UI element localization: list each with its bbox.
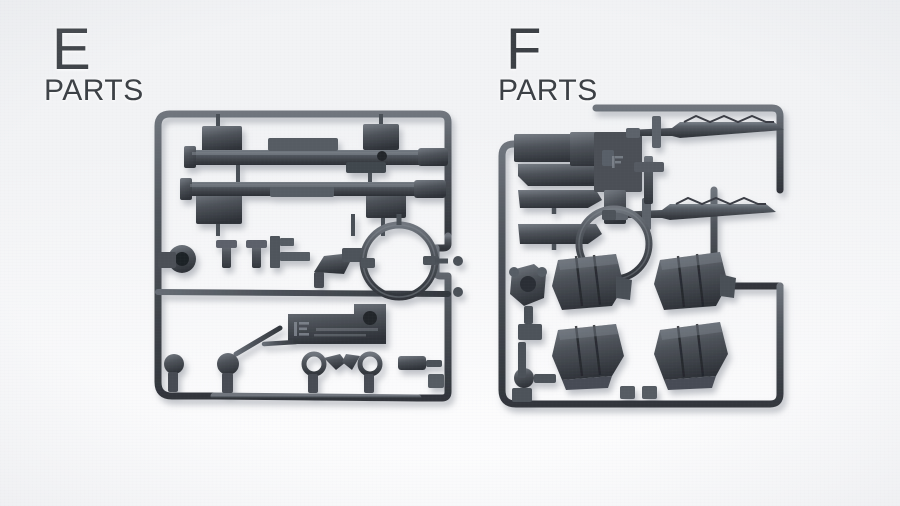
part-magazine-1 xyxy=(552,254,632,310)
sprue-f-body xyxy=(498,104,784,408)
part-small-peg-2 xyxy=(453,287,463,297)
part-pointer-rod xyxy=(233,325,299,357)
molded-e-marking xyxy=(294,322,309,336)
label-group-e: E PARTS xyxy=(44,17,144,107)
molded-tag-2 xyxy=(642,386,657,399)
part-grip-c xyxy=(398,356,442,370)
molded-text-line xyxy=(314,328,378,337)
part-magazine-4 xyxy=(654,322,728,390)
part-hand-b xyxy=(342,351,383,393)
part-wedge-bottom xyxy=(518,224,602,244)
part-angled-fitting xyxy=(314,248,366,288)
label-letter-e: E xyxy=(52,17,92,82)
sprue-gates-ring xyxy=(396,214,448,264)
molded-tag-1 xyxy=(620,386,635,399)
part-nozzle-b xyxy=(246,240,267,268)
sprue-gates-barrel-2 xyxy=(216,214,385,236)
label-word-e: PARTS xyxy=(44,74,144,107)
part-gun-barrel-2 xyxy=(180,178,446,224)
sprue-e-graphic xyxy=(154,110,463,402)
part-cylinder-ring xyxy=(158,245,196,273)
label-group-f: F PARTS xyxy=(498,17,598,107)
part-joint-b xyxy=(217,353,239,393)
part-joint-a xyxy=(164,354,184,392)
molded-f-marking xyxy=(612,156,623,168)
part-magazine-3 xyxy=(552,324,624,390)
label-word-f: PARTS xyxy=(498,74,598,107)
molded-number-tag xyxy=(428,374,444,388)
sprue-f-graphic xyxy=(498,104,784,408)
part-small-fitting-left xyxy=(512,342,556,402)
sprue-runner-f xyxy=(484,94,808,424)
sprue-runner-e xyxy=(118,96,490,426)
sprue-e-body xyxy=(154,110,463,402)
part-saber-hilt xyxy=(634,156,664,204)
part-magazine-2 xyxy=(654,252,736,310)
part-serrated-blade-1 xyxy=(626,114,784,148)
part-flat-marked-plate xyxy=(288,304,386,344)
part-hand-a xyxy=(301,351,346,393)
part-small-peg xyxy=(453,256,463,266)
label-letter-f: F xyxy=(506,17,543,82)
part-bracket-plate xyxy=(270,236,310,268)
part-nozzle-a xyxy=(216,240,237,268)
part-gun-barrel-1 xyxy=(184,124,448,173)
part-multi-joint-connector xyxy=(509,264,547,340)
